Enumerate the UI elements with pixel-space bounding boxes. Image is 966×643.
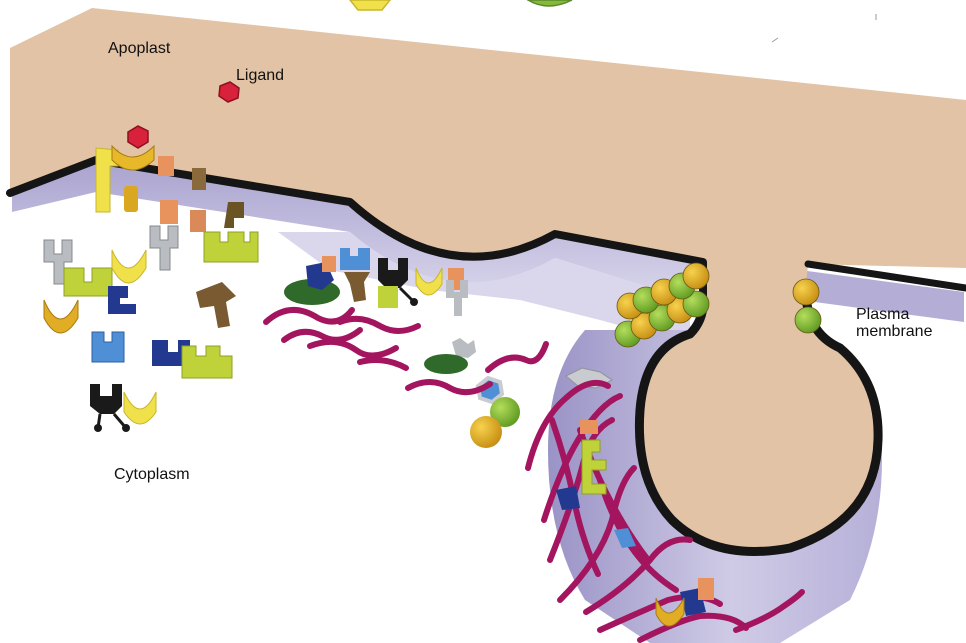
plasma-membrane-label: Plasma membrane: [856, 306, 966, 340]
receptor-gray-4: [452, 338, 476, 358]
receptor-black-1: [90, 384, 122, 414]
receptor-orange-3: [190, 210, 206, 232]
green-oval-2: [424, 354, 468, 374]
receptor-orange-1: [158, 156, 174, 176]
plasma-membrane-label-line2: membrane: [856, 323, 966, 340]
receptor-orange-7: [698, 578, 714, 600]
receptor-lime-3: [182, 346, 232, 378]
receptor-orange-5: [322, 256, 336, 272]
receptor-lime-1: [64, 268, 112, 296]
receptor-brown-4: [344, 272, 370, 302]
receptor-brown-1: [192, 168, 206, 190]
receptor-gold-cup-2: [44, 300, 78, 333]
receptor-yellow-cup-2: [124, 392, 156, 424]
plasma-membrane-label-line1: Plasma: [856, 306, 966, 323]
receptor-orange-6: [580, 420, 598, 434]
receptor-gold: [124, 186, 138, 212]
receptor-navy-1: [108, 286, 136, 314]
cytoplasm-receptors: [44, 226, 258, 432]
receptor-blue-1: [92, 332, 124, 362]
apoplast-label: Apoplast: [108, 40, 170, 57]
receptor-lime-2: [204, 232, 258, 262]
receptor-orange-2: [160, 200, 178, 224]
decorative-marks: [772, 14, 876, 42]
receptor-brown-3: [196, 282, 236, 328]
gold-sphere-free: [470, 416, 502, 448]
cytoplasm-label: Cytoplasm: [114, 466, 190, 483]
receptor-yellow-cup-1: [112, 250, 146, 283]
receptor-gray-2: [150, 226, 178, 270]
ligand-label: Ligand: [236, 67, 284, 84]
cropped-top-shapes: [350, 0, 572, 10]
receptor-lime-4: [378, 286, 398, 308]
